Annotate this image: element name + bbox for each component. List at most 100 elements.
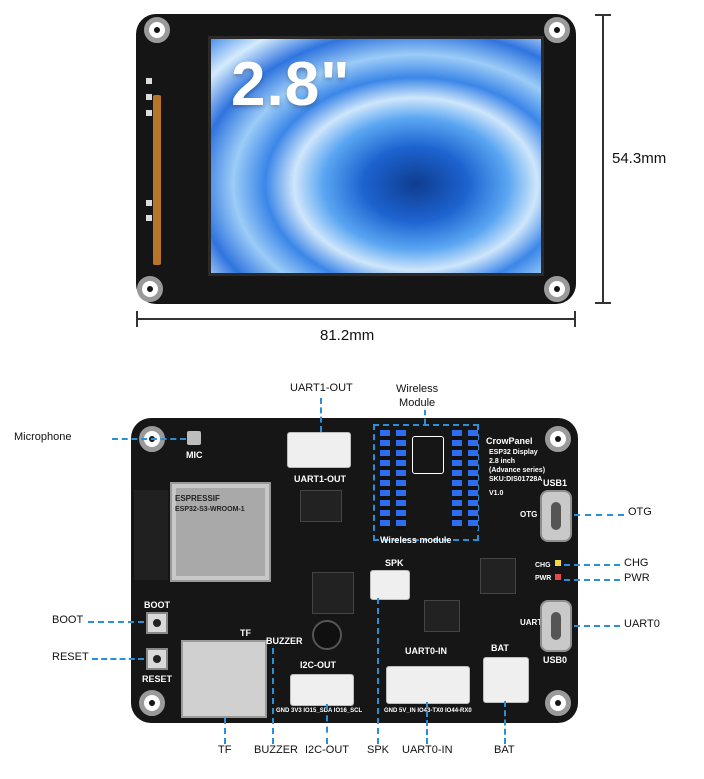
callout-line [224,718,226,744]
module-brand: ESPRESSIF [175,494,220,503]
callout-bat: BAT [494,744,515,756]
silk-usb1: USB1 [543,478,568,488]
callout-pwr: PWR [624,572,650,584]
callout-line [377,598,379,744]
mount-hole [544,17,570,43]
callout-line [88,621,144,623]
module-name: ESP32-S3-WROOM-1 [175,506,245,513]
esp32-module [170,482,271,582]
callout-line [564,579,620,581]
callout-i2c-out: I2C-OUT [305,744,349,756]
silk-i2c-out: I2C-OUT [300,660,336,670]
silk-spk: SPK [385,558,404,568]
callout-line [574,514,624,516]
mount-hole [144,17,170,43]
dimension-tick [574,311,576,327]
callout-line [320,398,322,432]
screen-size-label: 2.8" [231,50,351,119]
wireless-module-outline [373,424,479,541]
callout-line [424,410,426,424]
spk-connector [370,570,410,600]
display-screen: 2.8" [211,39,541,273]
ic-chip [300,490,342,522]
callout-line [326,704,328,744]
flex-cable [153,95,161,265]
callout-chg: CHG [624,557,649,569]
callout-line [504,701,506,744]
chg-led [555,560,561,566]
reset-button[interactable] [146,648,168,670]
silk-i2c-pins: GND 3V3 IO15_SDA IO16_SCL [276,708,363,714]
tf-card-slot[interactable] [181,640,267,718]
silk-bat: BAT [491,643,509,653]
silk-product: ESP32 Display [489,449,538,456]
callout-wireless-module: Wireless Module [396,383,439,409]
callout-spk: SPK [367,744,390,756]
width-dimension-label: 81.2mm [320,327,375,344]
pin-header [452,430,462,530]
callout-line [112,438,186,440]
uart1-out-connector [287,432,351,468]
silk-series: (Advance series) [489,467,546,474]
callout-tf: TF [218,744,232,756]
height-dimension-label: 54.3mm [612,150,667,167]
pad [146,200,152,206]
silk-reset: RESET [142,674,173,684]
callout-reset: RESET [52,651,89,663]
callout-uart0-in: UART0-IN [402,744,453,756]
usb0-port[interactable] [540,600,572,652]
silk-pwr: PWR [535,575,552,582]
pin-header [396,430,406,530]
callout-line [92,658,144,660]
pad [146,94,152,100]
i2c-out-connector [290,674,354,706]
width-dimension-line [136,318,576,320]
antenna-area [134,490,168,580]
mount-hole [544,276,570,302]
silk-mic: MIC [186,450,203,460]
height-dimension-line [602,14,604,304]
silk-buzzer: BUZZER [266,636,303,646]
silk-sku: SKU:DIS01728A [489,476,543,483]
pin-header [468,430,478,530]
mount-hole [545,426,571,452]
pad [146,110,152,116]
microphone-component [187,431,201,445]
callout-boot: BOOT [52,614,84,626]
mount-hole [545,690,571,716]
callout-line [574,625,620,627]
callout-buzzer: BUZZER [254,744,298,756]
silk-otg: OTG [520,510,538,519]
pad [146,215,152,221]
callout-line [426,702,428,744]
pwr-led [555,574,561,580]
callout-microphone: Microphone [14,431,72,443]
dimension-tick [595,302,611,304]
callout-uart0: UART0 [624,618,660,630]
silk-chg: CHG [535,562,551,569]
silk-uart0: UART0 [520,618,547,627]
usb1-port[interactable] [540,490,572,542]
module-slot [412,436,444,474]
boot-button[interactable] [146,612,168,634]
ic-chip [480,558,516,594]
callout-line [564,564,620,566]
mount-hole [139,690,165,716]
silk-usb0: USB0 [543,655,568,665]
silk-version: V1.0 [489,490,504,497]
battery-connector [483,657,529,703]
silk-boot: BOOT [144,600,170,610]
dimension-tick [136,311,138,327]
silk-tf: TF [240,628,251,638]
dimension-tick [595,14,611,16]
callout-uart1-out: UART1-OUT [290,382,353,394]
callout-line [272,648,274,744]
pad [146,78,152,84]
silk-uart1-out: UART1-OUT [294,474,346,484]
silk-uart0-in: UART0-IN [405,646,447,656]
ic-chip [312,572,354,614]
mount-hole [137,276,163,302]
silk-wireless-module: Wireless module [380,535,452,545]
silk-size: 2.8 inch [489,458,516,465]
callout-otg: OTG [628,506,652,518]
